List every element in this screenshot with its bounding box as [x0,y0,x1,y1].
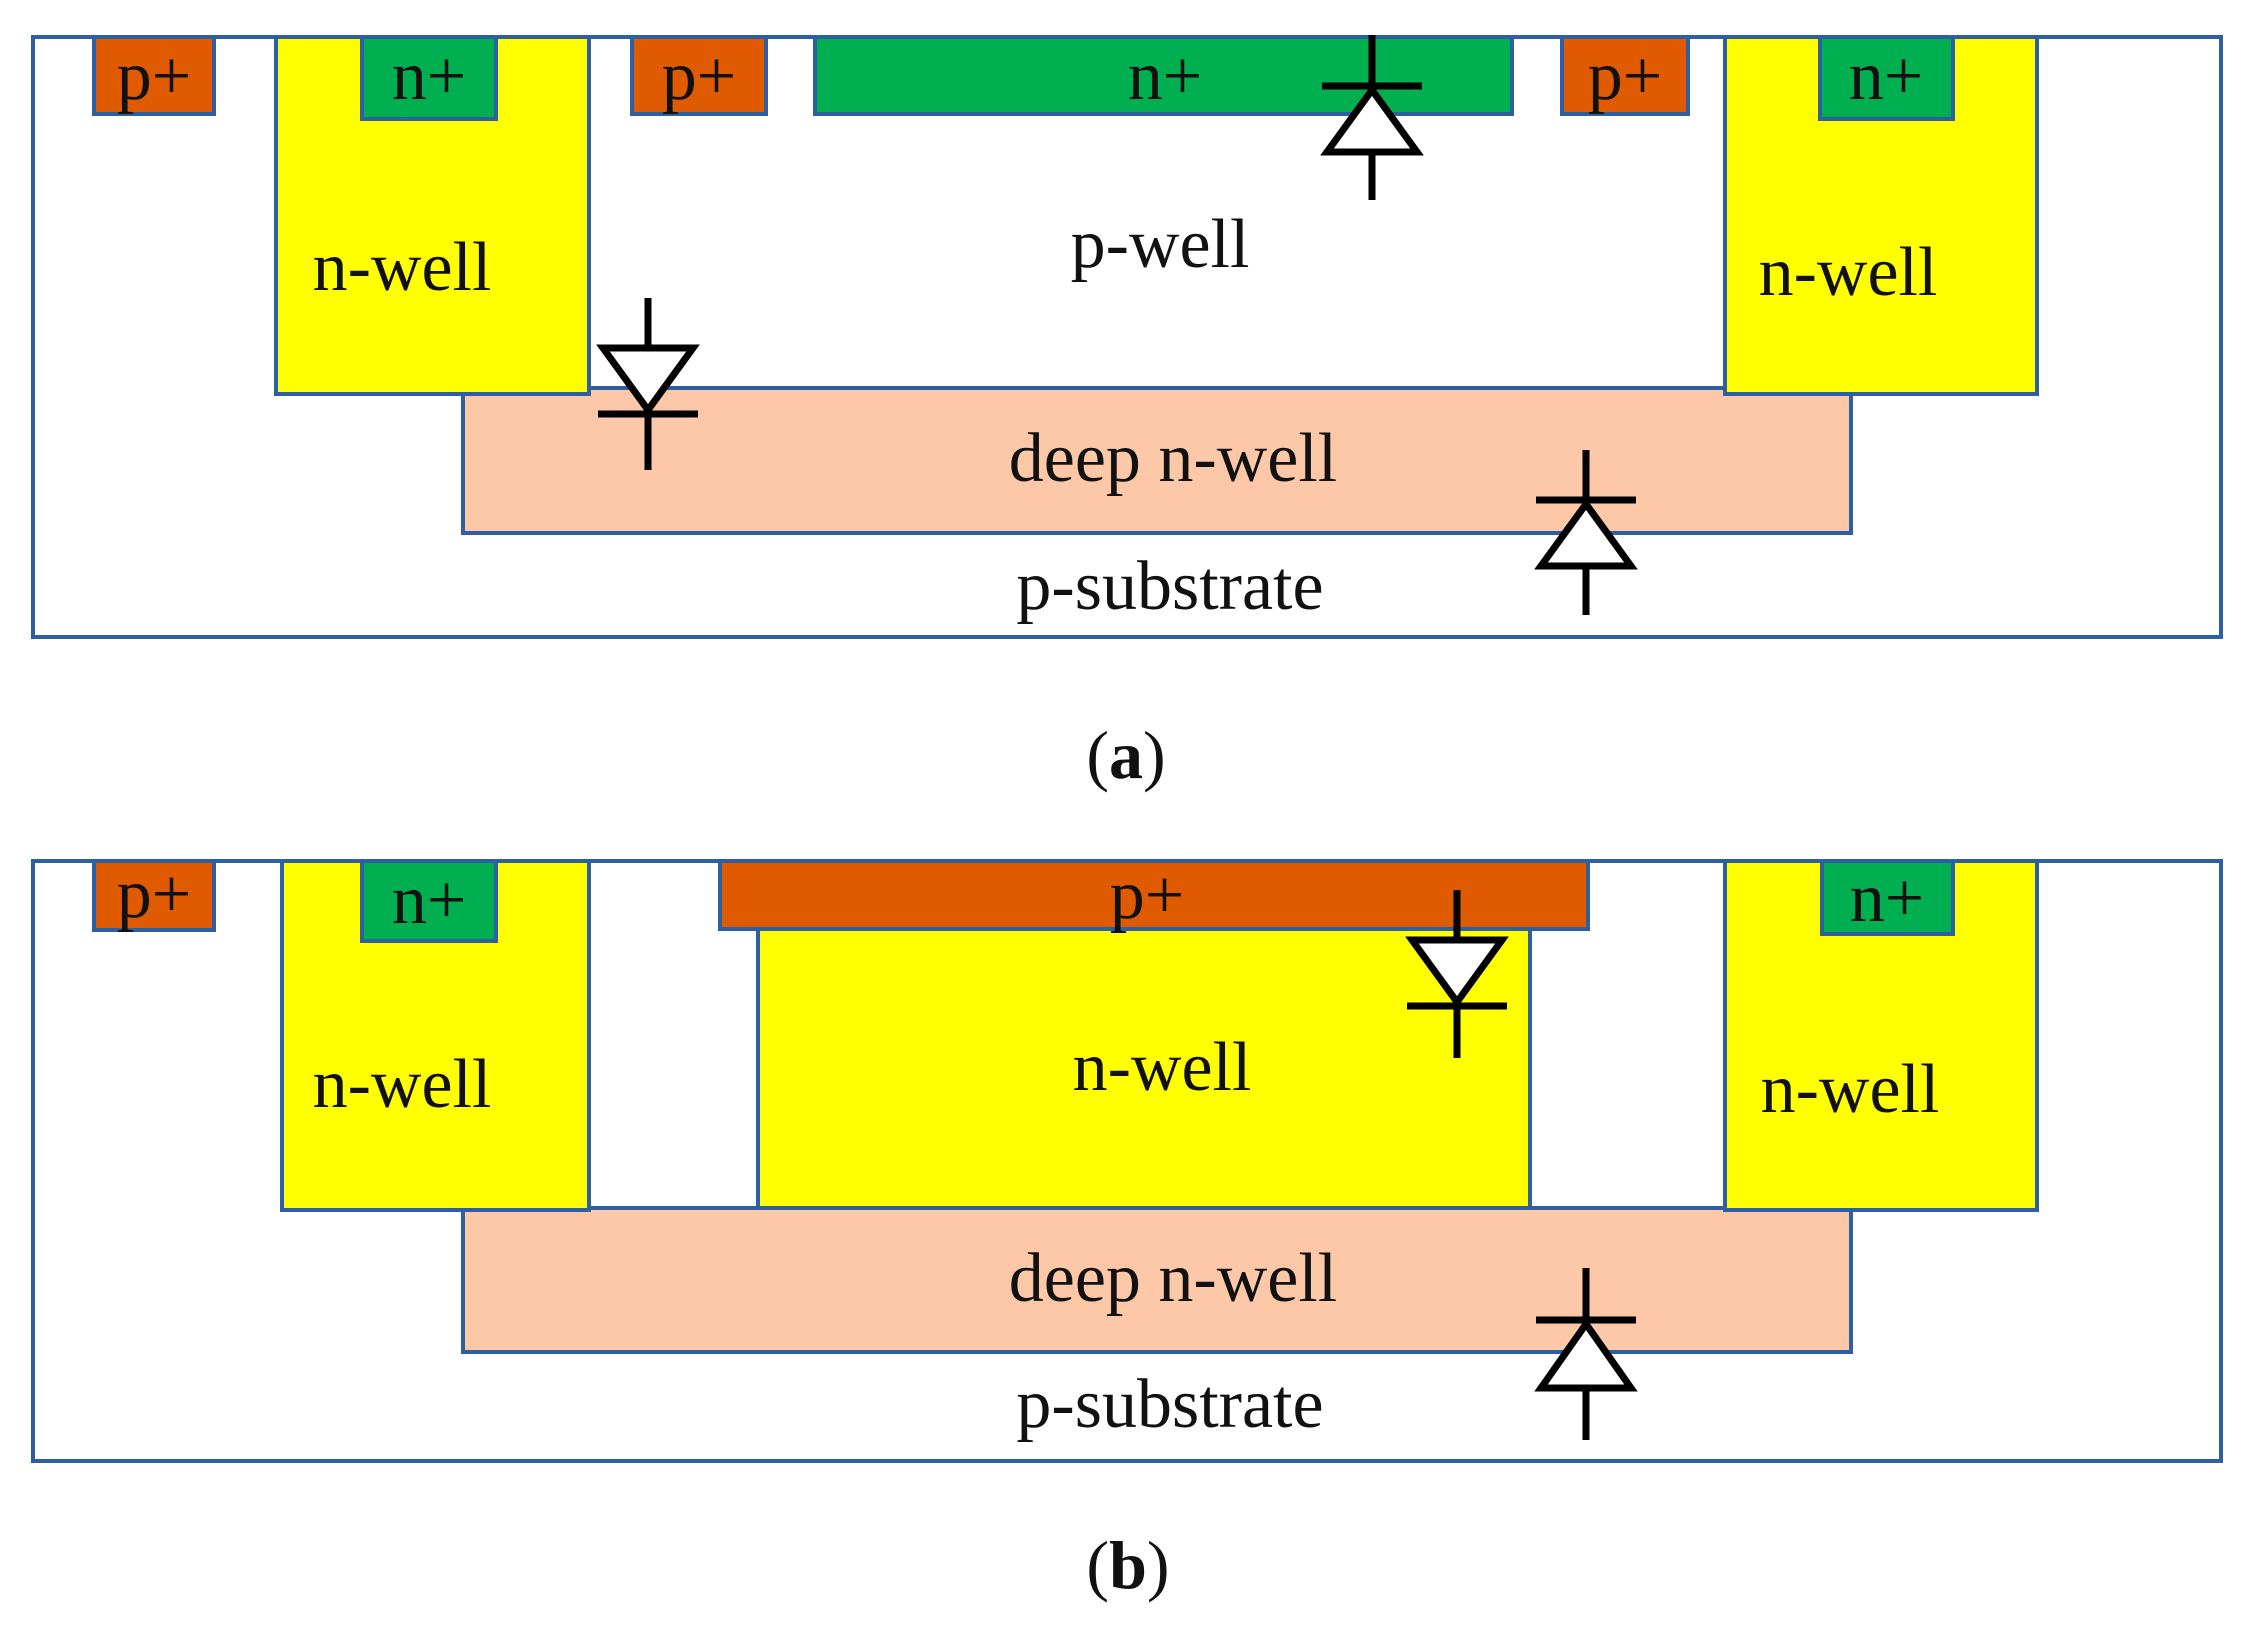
panel-a-p-plus-3-label: p+ [1588,38,1662,115]
panel-a-n-plus-2 [1818,35,1955,121]
panel-a-n-plus-1 [360,35,498,121]
panel-a-n-plus-center-label: n+ [1128,38,1202,115]
panel-b-p-plus-1-label: p+ [117,856,191,933]
panel-b-diode-top-icon [1405,890,1509,1058]
panel-a-caption: (a) [1086,717,1165,793]
panel-b-caption: (b) [1086,1527,1169,1603]
panel-b-deep-n-well-label: deep n-well [1009,1240,1337,1317]
panel-b-diode-bottom-icon [1534,1268,1638,1440]
panel-b-n-plus-2 [1820,859,1955,936]
panel-b-n-well-center [756,927,1532,1210]
panel-a-n-well-right-label: n-well [1759,234,1938,311]
panel-b-deep-n-well [461,1206,1853,1354]
panel-a-p-plus-2 [630,35,768,116]
panel-a-n-plus-center [813,35,1514,116]
panel-a: p+ n+ p+ n+ p+ n+ n-well p-well n-well d… [31,35,2223,793]
panel-a-n-plus-2-label: n+ [1849,38,1923,115]
panel-b-p-plus-center [718,859,1590,931]
panel-b-p-plus-center-label: p+ [1110,857,1184,934]
panel-b-n-plus-2-label: n+ [1850,860,1924,937]
panel-b-n-well-center-label: n-well [1073,1029,1252,1106]
panel-b-n-plus-1 [360,859,498,943]
panel-a-p-plus-2-label: p+ [662,38,736,115]
panel-a-deep-n-well-label: deep n-well [1009,420,1337,497]
panel-a-p-plus-1 [92,35,216,116]
panel-a-diode-bottom-icon [1534,450,1638,615]
panel-a-p-plus-1-label: p+ [117,38,191,115]
panel-b: p+ n+ p+ n+ n-well n-well n-well deep n-… [31,856,2223,1603]
panel-b-n-well-right-label: n-well [1761,1051,1940,1128]
panel-a-n-plus-1-label: n+ [392,38,466,115]
panel-a-diode-left-icon [596,298,700,470]
panel-b-p-substrate-label: p-substrate [1016,1366,1323,1443]
panel-a-p-substrate-label: p-substrate [1016,548,1323,625]
panel-b-n-plus-1-label: n+ [392,862,466,939]
panel-b-n-well-left-label: n-well [313,1046,492,1123]
panel-a-n-well-left-label: n-well [313,229,492,306]
panel-a-p-plus-3 [1560,35,1690,116]
panel-a-diode-top-icon [1320,35,1424,200]
panel-b-p-plus-1 [92,859,216,932]
panel-a-p-well-label: p-well [1071,206,1250,283]
